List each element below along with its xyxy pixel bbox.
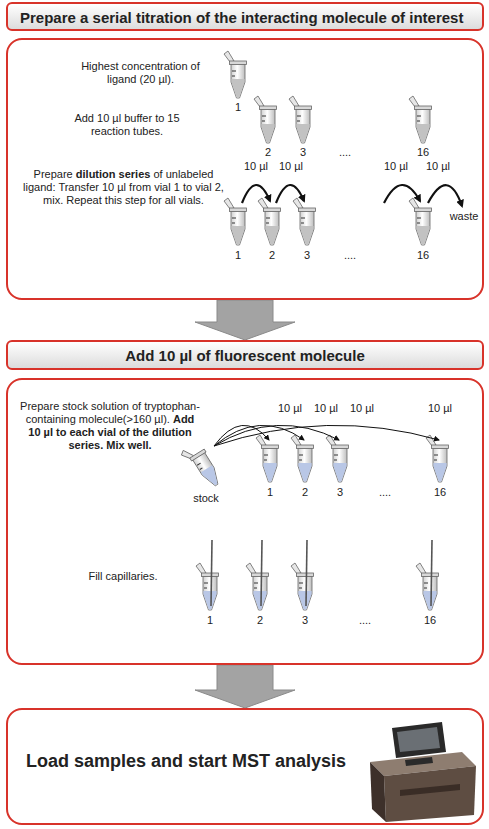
text-paragraph: Add 10 µl buffer to 15 reaction tubes.: [68, 112, 186, 138]
annotation-label: ....: [339, 146, 351, 158]
header-band: Add 10 µl of fluorescent molecule: [6, 340, 484, 370]
text-paragraph: Load samples and start MST analysis: [26, 750, 371, 772]
annotation-label: 10 µl: [384, 160, 408, 172]
annotation-label: stock: [193, 492, 219, 504]
step-text: Prepare stock solution of tryptophan-con…: [20, 400, 200, 425]
flow-arrow: [195, 300, 295, 340]
annotation-label: waste: [450, 210, 479, 222]
tube-number: 2: [302, 486, 308, 498]
text-paragraph: Add 10 µl of fluorescent molecule: [8, 347, 482, 364]
step-text: dilution series: [76, 168, 151, 180]
tube-number: 1: [235, 249, 241, 261]
header-band: Prepare a serial titration of the intera…: [6, 2, 484, 31]
tube-number: 3: [300, 146, 306, 158]
step-text: Prepare a serial titration of the intera…: [20, 9, 463, 26]
text-paragraph: Prepare stock solution of tryptophan-con…: [20, 400, 200, 452]
annotation-label: 10 µl: [426, 160, 450, 172]
tube-number: 2: [269, 249, 275, 261]
annotation-label: 10 µl: [428, 402, 452, 414]
tube-number: 16: [417, 249, 429, 261]
tube-number: 3: [337, 486, 343, 498]
step-text: Add 10 µl of fluorescent molecule: [125, 347, 365, 364]
step-text: Fill capillaries.: [88, 570, 157, 582]
tube-number: 1: [207, 614, 213, 626]
step-panel: Load samples and start MST analysis: [6, 708, 484, 825]
annotation-label: ....: [379, 486, 391, 498]
text-paragraph: Prepare a serial titration of the intera…: [20, 9, 470, 26]
tube-number: 16: [417, 146, 429, 158]
tube-number: 16: [434, 486, 446, 498]
text-paragraph: Fill capillaries.: [53, 570, 193, 583]
tube-number: 1: [267, 486, 273, 498]
tube-number: 3: [302, 614, 308, 626]
flow-arrow: [195, 665, 295, 708]
annotation-label: 10 µl: [279, 160, 303, 172]
text-paragraph: Preparedilution seriesof unlabeled ligan…: [16, 168, 231, 207]
step-panel: Prepare stock solution of tryptophan-con…: [6, 378, 484, 665]
step-text: Prepare: [34, 168, 73, 180]
annotation-label: 10 µl: [278, 402, 302, 414]
step-text: Highest concentration of ligand (20 µl).: [81, 60, 200, 85]
step-text: Load samples and start MST analysis: [26, 751, 346, 771]
tube-number: 1: [235, 101, 241, 113]
tube-number: 3: [304, 249, 310, 261]
tube-number: 2: [265, 146, 271, 158]
tube-number: 16: [424, 614, 436, 626]
tube-number: 2: [257, 614, 263, 626]
annotation-label: 10 µl: [350, 402, 374, 414]
annotation-label: 10 µl: [244, 160, 268, 172]
annotation-label: 10 µl: [314, 402, 338, 414]
annotation-label: ....: [359, 614, 371, 626]
text-paragraph: Highest concentration of ligand (20 µl).: [78, 60, 203, 86]
step-text: Add 10 µl buffer to 15 reaction tubes.: [74, 112, 179, 137]
annotation-label: ....: [344, 249, 356, 261]
